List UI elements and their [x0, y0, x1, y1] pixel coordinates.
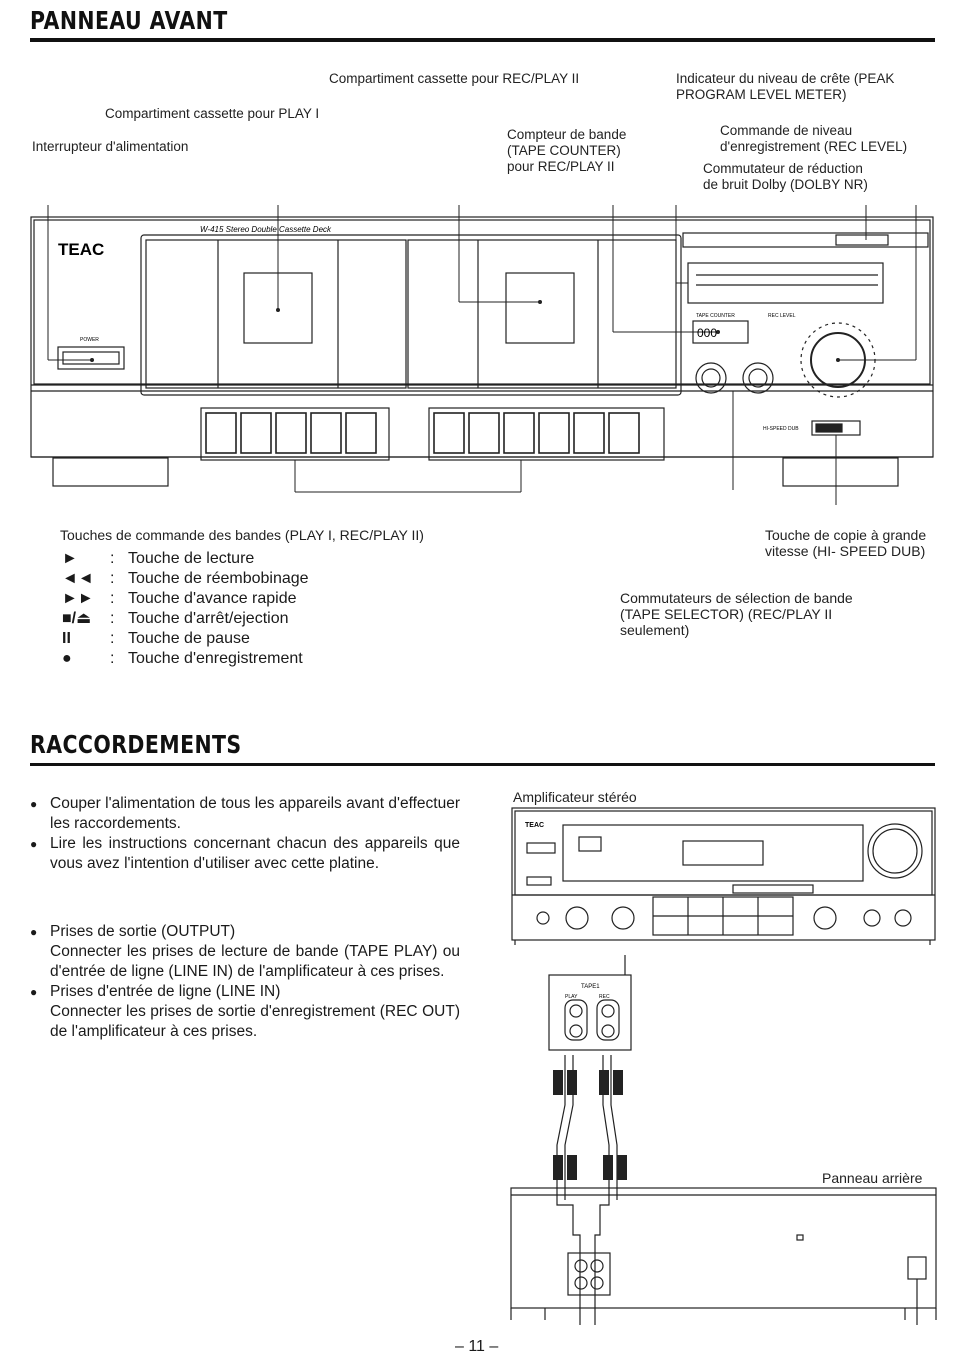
connection-diagram: TEAC TAPE1 PLAY REC	[510, 807, 937, 1325]
callout-rec-level: Commande de niveau d'enregistrement (REC…	[720, 123, 908, 154]
item-output: Prises de sortie (OUTPUT) Connecter les …	[30, 922, 460, 982]
front-panel-rule	[30, 38, 935, 42]
callout-power-switch: Interrupteur d'alimentation	[32, 139, 189, 154]
amp-brand: TEAC	[525, 822, 544, 829]
deck-power-label: POWER	[80, 337, 99, 343]
callout-cassette-play: Compartiment cassette pour PLAY I	[105, 106, 320, 121]
legend-rewind: ◄◄:Touche de réembobinage	[62, 570, 309, 587]
callout-cassette-rec-play: Compartiment cassette pour REC/PLAY II	[329, 71, 580, 86]
callout-peak-meter: Indicateur du niveau de crête (PEAK PROG…	[676, 71, 895, 102]
cassette-deck-illustration: TEAC W-415 Stereo Double Cassette Deck P…	[30, 205, 934, 505]
jack-rec-label: REC	[599, 994, 610, 1000]
item-line-in: Prises d'entrée de ligne (LINE IN) Conne…	[30, 982, 460, 1042]
front-panel-title: PANNEAU AVANT	[30, 6, 228, 35]
callout-hi-speed-dub: Touche de copie à grande vitesse (HI- SP…	[765, 527, 927, 559]
jack-block-title: TAPE1	[581, 984, 600, 990]
bullet-read-instructions: Lire les instructions concernant chacun …	[30, 834, 460, 874]
connections-bullets: Couper l'alimentation de tous les appare…	[30, 794, 460, 874]
rear-panel-label: Panneau arrière	[822, 1170, 923, 1186]
deck-counter-label: TAPE COUNTER	[696, 313, 735, 319]
legend-pause: II:Touche de pause	[62, 630, 250, 647]
legend-fast-forward: ►►:Touche d'avance rapide	[62, 590, 297, 607]
deck-model: W-415 Stereo Double Cassette Deck	[200, 225, 332, 234]
connections-title: RACCORDEMENTS	[30, 730, 242, 759]
jack-play-label: PLAY	[565, 994, 578, 1000]
connections-rule	[30, 763, 935, 766]
deck-counter-value: 000	[697, 326, 717, 340]
page-number: – 11 –	[455, 1338, 499, 1355]
deck-brand: TEAC	[58, 240, 104, 259]
bullet-power-off: Couper l'alimentation de tous les appare…	[30, 794, 460, 834]
callout-dolby: Commutateur de réduction de bruit Dolby …	[703, 161, 868, 192]
legend-play: ►:Touche de lecture	[62, 550, 255, 567]
deck-hi-speed-label: HI-SPEED DUB	[763, 426, 799, 432]
connections-items: Prises de sortie (OUTPUT) Connecter les …	[30, 922, 460, 1042]
legend-record: ●:Touche d'enregistrement	[62, 650, 303, 667]
legend-stop-eject: ■/⏏:Touche d'arrêt/ejection	[62, 610, 289, 627]
callout-transport-keys: Touches de commande des bandes (PLAY I, …	[60, 527, 424, 543]
amplifier-label: Amplificateur stéréo	[513, 789, 637, 805]
callout-tape-selector: Commutateurs de sélection de bande (TAPE…	[620, 590, 853, 638]
deck-rec-level-label: REC LEVEL	[768, 313, 796, 319]
callout-tape-counter: Compteur de bande (TAPE COUNTER) pour RE…	[507, 127, 627, 174]
